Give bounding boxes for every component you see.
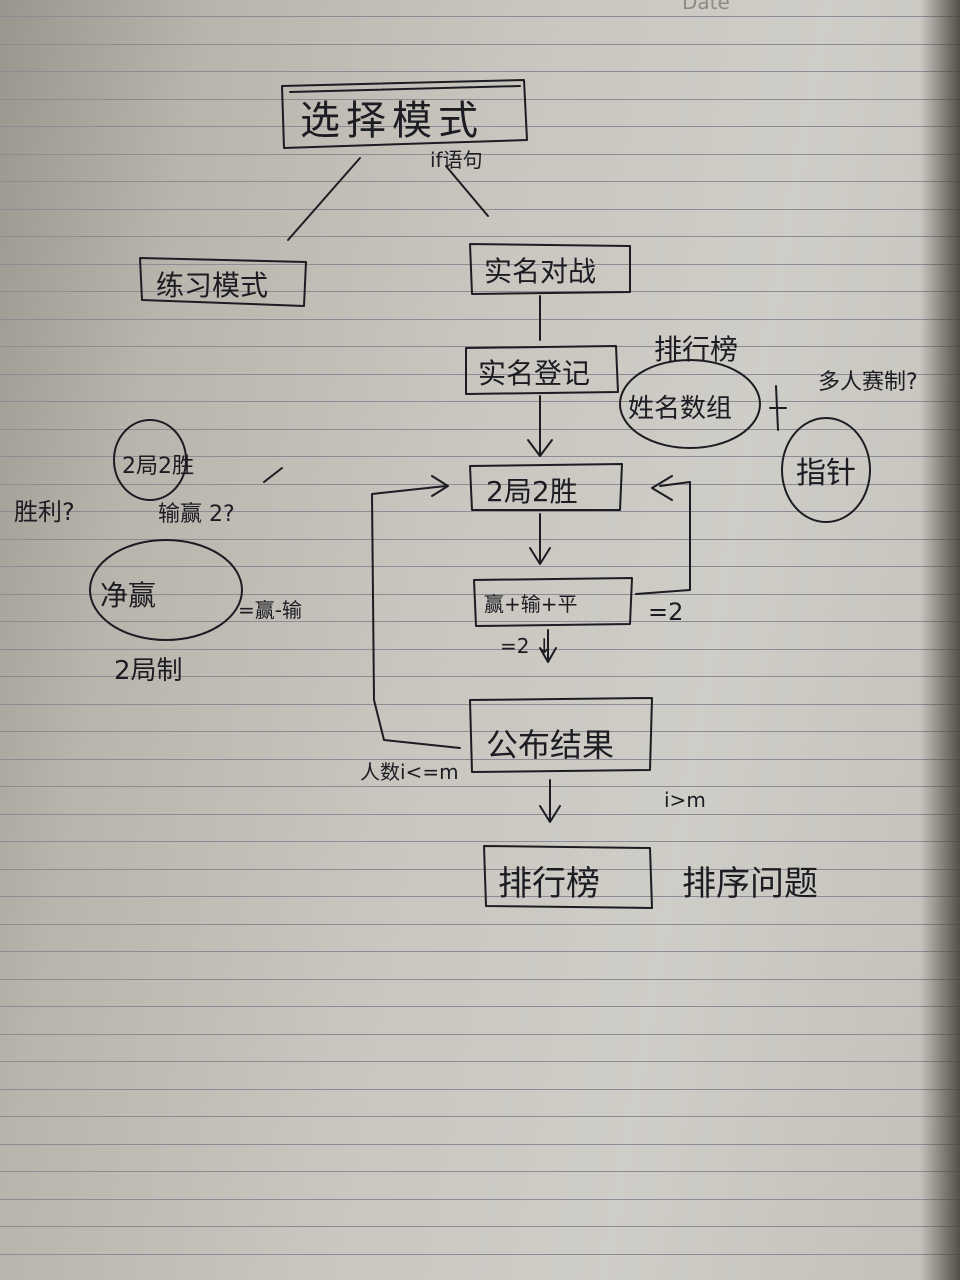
ruled-line (0, 456, 960, 457)
label-if-statement: if语句 (430, 148, 483, 172)
ruled-line (0, 71, 960, 72)
ruled-line (0, 319, 960, 320)
arrow-bestof-to-result (529, 513, 551, 565)
ruled-line (0, 1006, 960, 1007)
note-name-array: 姓名数组 (628, 394, 733, 424)
ruled-line (0, 154, 960, 155)
node-real-registration: 实名登记 (478, 357, 591, 390)
ruled-line (0, 759, 960, 760)
ruled-line (0, 374, 960, 375)
box-best-of (469, 463, 623, 511)
ruled-line (0, 704, 960, 705)
ruled-line (0, 621, 960, 622)
node-real-match: 实名对战 (484, 255, 597, 288)
label-loop-equals-two: =2 (648, 598, 684, 626)
label-count-gt-m: i>m (664, 788, 706, 812)
ruled-line (0, 869, 960, 870)
divider-mark (769, 385, 787, 431)
ruled-line (0, 566, 960, 567)
node-best-of: 2局2胜 (486, 475, 578, 508)
ruled-line (0, 896, 960, 897)
node-leaderboard: 排行榜 (498, 864, 600, 904)
circle-name-array (619, 359, 761, 449)
note-sorting-issue: 排序问题 (682, 864, 818, 904)
circle-best-of (113, 419, 187, 501)
label-count-le-m: 人数i<=m (360, 760, 459, 784)
node-choose-mode: 选择模式 (300, 98, 484, 144)
box-leaderboard (483, 845, 653, 909)
note-win-lose-question: 输赢 2? (158, 502, 235, 527)
ruled-line (0, 401, 960, 402)
ruled-line (0, 1144, 960, 1145)
ruled-line (0, 1034, 960, 1035)
ruled-line (0, 731, 960, 732)
ruled-line (0, 126, 960, 127)
ruled-line (0, 594, 960, 595)
ruled-line (0, 814, 960, 815)
ruled-line (0, 291, 960, 292)
ruled-line (0, 676, 960, 677)
node-practice-mode: 练习模式 (156, 269, 269, 302)
ruled-line (0, 429, 960, 430)
arrow-down-equals-two (539, 629, 557, 663)
ruled-line (0, 346, 960, 347)
ruled-line (0, 841, 960, 842)
ruled-line (0, 16, 960, 17)
line-to-practice (287, 157, 361, 241)
note-leaderboard: 排行榜 (654, 333, 739, 366)
box-practice-mode (139, 257, 307, 307)
box-publish-result (469, 697, 653, 773)
ruled-line (0, 951, 960, 952)
note-net-win-definition: =赢-输 (238, 598, 302, 622)
ruled-line (0, 264, 960, 265)
note-win: 胜利? (14, 498, 75, 526)
ruled-line (0, 1199, 960, 1200)
arrow-registration-to-bestof (527, 395, 553, 457)
note-best-of: 2局2胜 (122, 454, 194, 479)
loop-count-le-m (371, 475, 461, 749)
ruled-line (0, 979, 960, 980)
line-to-real-match (445, 165, 489, 217)
ruled-line (0, 1171, 960, 1172)
ruled-line (0, 99, 960, 100)
label-exit-equals-two: =2 ↓ (500, 634, 553, 658)
ruled-line (0, 181, 960, 182)
ruled-line (0, 1116, 960, 1117)
note-two-round: 2局制 (114, 656, 183, 686)
ruled-line (0, 236, 960, 237)
node-win-lose-tie: 赢+输+平 (484, 592, 578, 616)
box-real-match (469, 243, 631, 295)
arrow-result-to-leaderboard (539, 779, 561, 823)
circle-net-win (89, 539, 243, 641)
ruled-line (0, 1254, 960, 1255)
circle-pointer (781, 417, 871, 523)
loop-back-equals-two (635, 475, 691, 595)
note-multiplayer: 多人赛制? (818, 370, 918, 395)
ruled-line (0, 1226, 960, 1227)
ruled-line (0, 511, 960, 512)
ruled-line (0, 44, 960, 45)
ruled-line (0, 1089, 960, 1090)
ruled-line (0, 209, 960, 210)
node-publish-result: 公布结果 (486, 726, 615, 764)
ruled-line (0, 649, 960, 650)
note-net-win: 净赢 (100, 579, 157, 612)
ruled-line (0, 1061, 960, 1062)
box-real-registration (465, 345, 619, 395)
tick-mark (263, 467, 283, 483)
note-pointer: 指针 (796, 456, 856, 491)
ruled-line (0, 786, 960, 787)
page-shadow (920, 0, 960, 1280)
box-choose-mode (281, 79, 528, 149)
header-date-label: Date (682, 0, 730, 14)
box-win-lose-tie (473, 577, 633, 627)
ruled-line (0, 924, 960, 925)
ruled-line (0, 484, 960, 485)
ruled-line (0, 539, 960, 540)
